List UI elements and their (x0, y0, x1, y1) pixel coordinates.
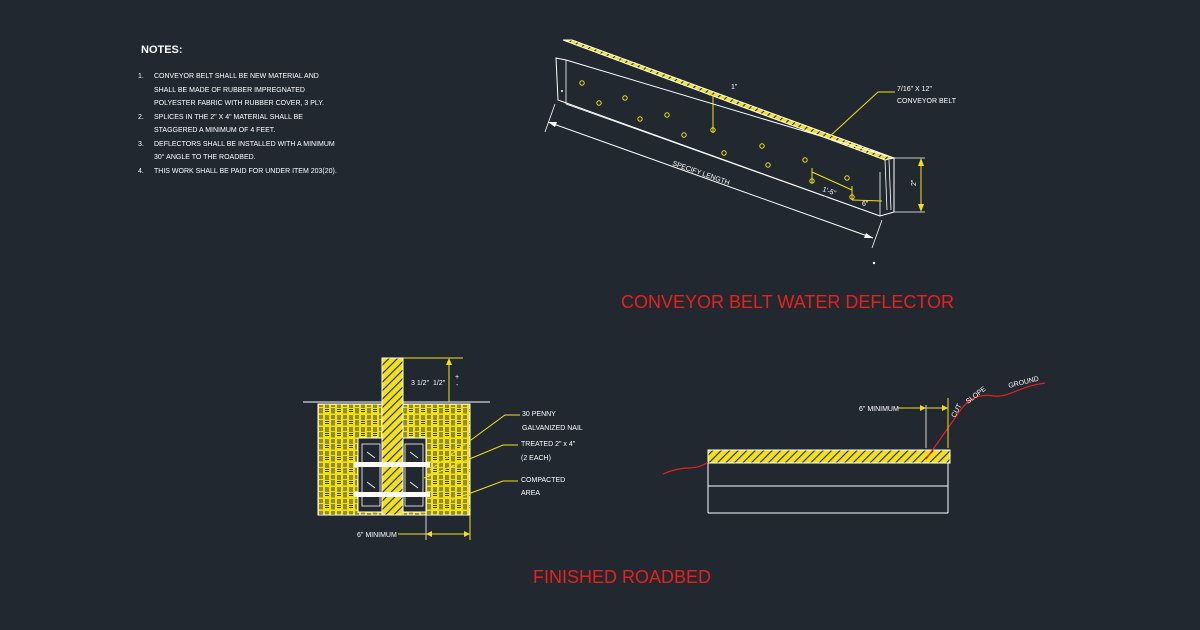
lumber-beam-outline (555, 57, 895, 217)
point-marker (872, 261, 876, 265)
spacing-label: 1'-5" (821, 186, 837, 197)
notes-title: NOTES: (141, 44, 183, 56)
min-bottom-label: 6" MINIMUM (357, 532, 397, 539)
nail-hole (721, 150, 727, 156)
nail-hole (759, 143, 765, 149)
conveyor-belt (562, 39, 896, 161)
nail-hole (664, 112, 670, 118)
arrowhead (942, 405, 948, 411)
note-line: CONVEYOR BELT SHALL BE NEW MATERIAL AND (154, 73, 319, 80)
tolerance-minus: - (456, 382, 459, 389)
compacted-label-2: AREA (521, 490, 540, 497)
deflector-belt-profile (707, 449, 951, 464)
note-3: 3. DEFLECTORS SHALL BE INSTALLED WITH A … (138, 138, 337, 165)
lumber-leader (423, 444, 518, 479)
note-number: 3. (138, 140, 144, 148)
belt-leader (828, 91, 895, 138)
tolerance-plus: + (455, 374, 459, 381)
beam-edge (888, 159, 892, 211)
note-line: 30° ANGLE TO THE ROADBED. (154, 154, 256, 161)
dim-top-label: 1" (731, 84, 738, 91)
nail-hole (596, 100, 602, 106)
belt-label-size: 7/16" X 12" (897, 86, 932, 93)
edge-label: 6" (862, 201, 869, 208)
length-label: SPECIFY LENGTH (671, 160, 730, 187)
arrowhead (548, 122, 557, 127)
length-extension (544, 103, 556, 133)
lumber-2x4-left (361, 443, 381, 507)
deflector-drawing: 1" 7/16" X 12" CONVEYOR BELT SPECIFY LEN… (544, 39, 957, 312)
length-dim-line (547, 121, 874, 239)
note-number: 1. (138, 73, 144, 80)
nail-label-1: 30 PENNY (522, 411, 556, 418)
note-line: SHALL BE MADE OF RUBBER IMPREGNATED (154, 86, 305, 94)
beam-edge (884, 159, 888, 211)
note-2: 2. SPLICES IN THE 2" X 4" MATERIAL SHALL… (138, 111, 337, 138)
tolerance-label: 1/2" (433, 380, 446, 387)
nail-hole (844, 175, 850, 181)
roadbed-section-drawing: 3 1/2" 1/2" + - 30 PENNY GALVANIZED NAIL… (303, 357, 583, 540)
note-1: 1. CONVEYOR BELT SHALL BE NEW MATERIAL A… (138, 70, 337, 111)
nail-hole (622, 95, 628, 101)
arrowhead (918, 204, 924, 212)
notes-block: NOTES: 1. CONVEYOR BELT SHALL BE NEW MAT… (138, 44, 337, 178)
nail-leader (429, 414, 520, 471)
ground-line-right (925, 382, 1046, 460)
spacing-dim-line (811, 171, 853, 191)
nail-holes (579, 80, 855, 200)
arrowhead (464, 531, 470, 537)
nail-hole (802, 157, 808, 163)
compacted-leader (451, 480, 518, 501)
length-extension (871, 219, 883, 249)
note-number: 4. (138, 167, 144, 175)
belt-label-name: CONVEYOR BELT (897, 98, 957, 105)
roadbed-profile-drawing: 6" MINIMUM CUT SLOPE GROUND (662, 376, 1046, 514)
arrowhead (426, 531, 432, 537)
galvanized-nail (354, 492, 430, 497)
note-line: THIS WORK SHALL BE PAID FOR UNDER ITEM 2… (154, 167, 337, 175)
lumber-label-1: TREATED 2" x 4" (521, 441, 576, 448)
note-line: STAGGERED A MINIMUM OF 4 FEET. (154, 127, 276, 134)
note-line: POLYESTER FABRIC WITH RUBBER COVER, 3 PL… (154, 100, 324, 107)
compacted-label-1: COMPACTED (521, 477, 565, 484)
roadbed-title: FINISHED ROADBED (533, 567, 711, 587)
exposed-dim-label: 3 1/2" (411, 380, 430, 387)
edge-dim-line (851, 199, 883, 202)
nail-hole (681, 132, 687, 138)
deflector-title: CONVEYOR BELT WATER DEFLECTOR (621, 292, 954, 312)
arrowhead (864, 233, 873, 238)
arrowhead (918, 158, 924, 166)
lumber-label-2: (2 EACH) (521, 455, 551, 462)
arrowhead (446, 358, 452, 365)
galvanized-nail (354, 462, 430, 467)
note-line: DEFLECTORS SHALL BE INSTALLED WITH A MIN… (154, 140, 335, 148)
nail-hole (579, 80, 585, 86)
lumber-2x4-right (404, 443, 424, 507)
nail-label-2: GALVANIZED NAIL (522, 425, 583, 432)
cut-label: CUT (951, 402, 964, 419)
note-4: 4. THIS WORK SHALL BE PAID FOR UNDER ITE… (138, 165, 337, 179)
note-number: 2. (138, 113, 144, 121)
beam-edge (565, 103, 881, 217)
nail-hole (637, 116, 643, 122)
min-top-label: 6" MINIMUM (859, 406, 899, 413)
ground-line-left (662, 461, 709, 475)
nail-hole (765, 162, 771, 168)
point-marker (561, 90, 563, 92)
conveyor-belt-section (381, 357, 404, 516)
arrowhead (920, 405, 926, 411)
note-line: SPLICES IN THE 2" X 4" MATERIAL SHALL BE (154, 113, 303, 121)
lumber-grain (366, 451, 419, 489)
height-label: 2" (911, 179, 918, 186)
